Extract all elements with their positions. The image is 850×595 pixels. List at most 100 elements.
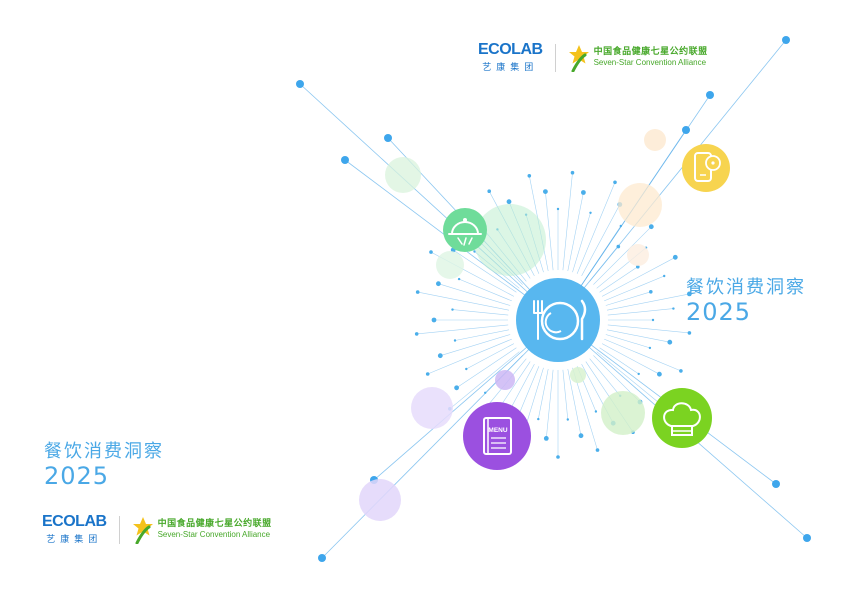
ray-dot <box>706 91 714 99</box>
burst-dot <box>556 207 560 211</box>
burst-line <box>452 309 509 316</box>
burst-dot <box>415 290 420 294</box>
burst-dot <box>648 346 652 350</box>
bubble <box>436 251 464 279</box>
burst-dot <box>537 417 540 421</box>
burst-line <box>449 351 520 410</box>
burst-dot <box>451 308 454 311</box>
burst-line <box>589 358 621 396</box>
ray-line <box>299 83 559 321</box>
report-title: 餐饮消费洞察 <box>686 277 806 298</box>
ray-dot <box>318 554 326 562</box>
report-title: 餐饮消费洞察 <box>44 441 164 462</box>
report-year: 2025 <box>44 461 110 490</box>
burst-line <box>538 368 549 420</box>
burst-dot <box>506 199 512 205</box>
svg-text:MENU: MENU <box>488 427 507 434</box>
logo-row-bottom: ECOLAB 艺康集团 中国食品健康七星公约联盟 Seven-Star Conv… <box>42 514 272 546</box>
burst-dot <box>487 189 492 193</box>
bubble <box>411 387 453 429</box>
alliance-logo: 中国食品健康七星公约联盟 Seven-Star Convention Allia… <box>568 44 708 72</box>
burst-dot <box>619 224 622 228</box>
alliance-logo: 中国食品健康七星公约联盟 Seven-Star Convention Allia… <box>132 516 272 544</box>
burst-dot <box>457 277 461 281</box>
bubble <box>618 183 662 227</box>
burst-line <box>601 257 676 297</box>
burst-dot <box>595 448 600 452</box>
burst-dot <box>429 250 433 254</box>
burst-line <box>545 191 554 271</box>
burst-line <box>427 338 512 375</box>
burst-dot <box>649 290 653 294</box>
burst-line <box>601 343 660 375</box>
decorative-bubbles <box>359 129 666 521</box>
burst-dot <box>657 371 662 377</box>
burst-line <box>585 225 622 279</box>
burst-line <box>604 275 665 302</box>
burst-line <box>417 291 510 311</box>
burst-line <box>596 351 662 406</box>
burst-line <box>581 204 621 277</box>
menu-icon: MENU <box>463 402 531 470</box>
burst-dot <box>672 307 675 310</box>
burst-dot <box>687 331 692 335</box>
bubble <box>601 391 645 435</box>
burst-dot <box>465 367 468 371</box>
burst-dot <box>527 174 532 178</box>
burst-line <box>589 246 619 282</box>
bubble <box>385 157 421 193</box>
bubble <box>359 479 401 521</box>
star-logo-icon <box>132 516 153 544</box>
burst-line <box>458 278 512 302</box>
bubble <box>495 370 515 390</box>
burst-dot <box>672 254 678 260</box>
burst-dot <box>453 339 457 342</box>
burst-line <box>599 347 639 375</box>
burst-dot <box>414 332 419 336</box>
cloche-icon <box>443 208 487 252</box>
burst-dot <box>454 385 459 391</box>
ray-dot <box>682 126 690 134</box>
burst-line <box>562 172 573 271</box>
burst-line <box>546 369 554 439</box>
burst-line <box>606 293 690 311</box>
burst-dot <box>589 211 592 214</box>
burst-dot <box>667 339 673 345</box>
burst-line <box>438 283 511 306</box>
burst-line <box>599 266 638 293</box>
burst-dot <box>594 410 598 413</box>
burst-dot <box>578 433 584 439</box>
ray-dot <box>384 134 392 142</box>
burst-dot <box>570 170 575 175</box>
burst-dot <box>637 372 640 376</box>
burst-dot <box>543 189 548 195</box>
burst-line <box>567 192 584 272</box>
burst-dot <box>431 317 437 323</box>
report-year: 2025 <box>686 297 752 326</box>
burst-line <box>607 324 690 334</box>
burst-line <box>440 334 511 356</box>
burst-dot <box>436 281 441 287</box>
logo-divider <box>554 43 556 72</box>
burst-line <box>605 291 651 306</box>
bubble <box>474 204 546 276</box>
bubble <box>644 129 666 151</box>
mobile-chat-icon <box>682 144 730 192</box>
burst-line <box>509 363 535 411</box>
burst-line <box>606 329 670 343</box>
ray-dot <box>341 156 349 164</box>
burst-dot <box>473 250 476 253</box>
ray-dot <box>803 534 811 542</box>
burst-line <box>454 329 510 341</box>
plate-cutlery-icon <box>516 278 600 362</box>
burst-line <box>456 347 517 389</box>
burst-dot <box>687 291 692 297</box>
burst-line <box>576 182 616 274</box>
bubble <box>570 367 586 383</box>
title-block-right: 餐饮消费洞察 2025 <box>686 277 806 326</box>
burst-line <box>466 343 515 370</box>
title-block-left: 餐饮消费洞察 2025 <box>44 441 164 490</box>
chef-hat-icon <box>652 388 712 448</box>
burst-line <box>562 369 569 420</box>
